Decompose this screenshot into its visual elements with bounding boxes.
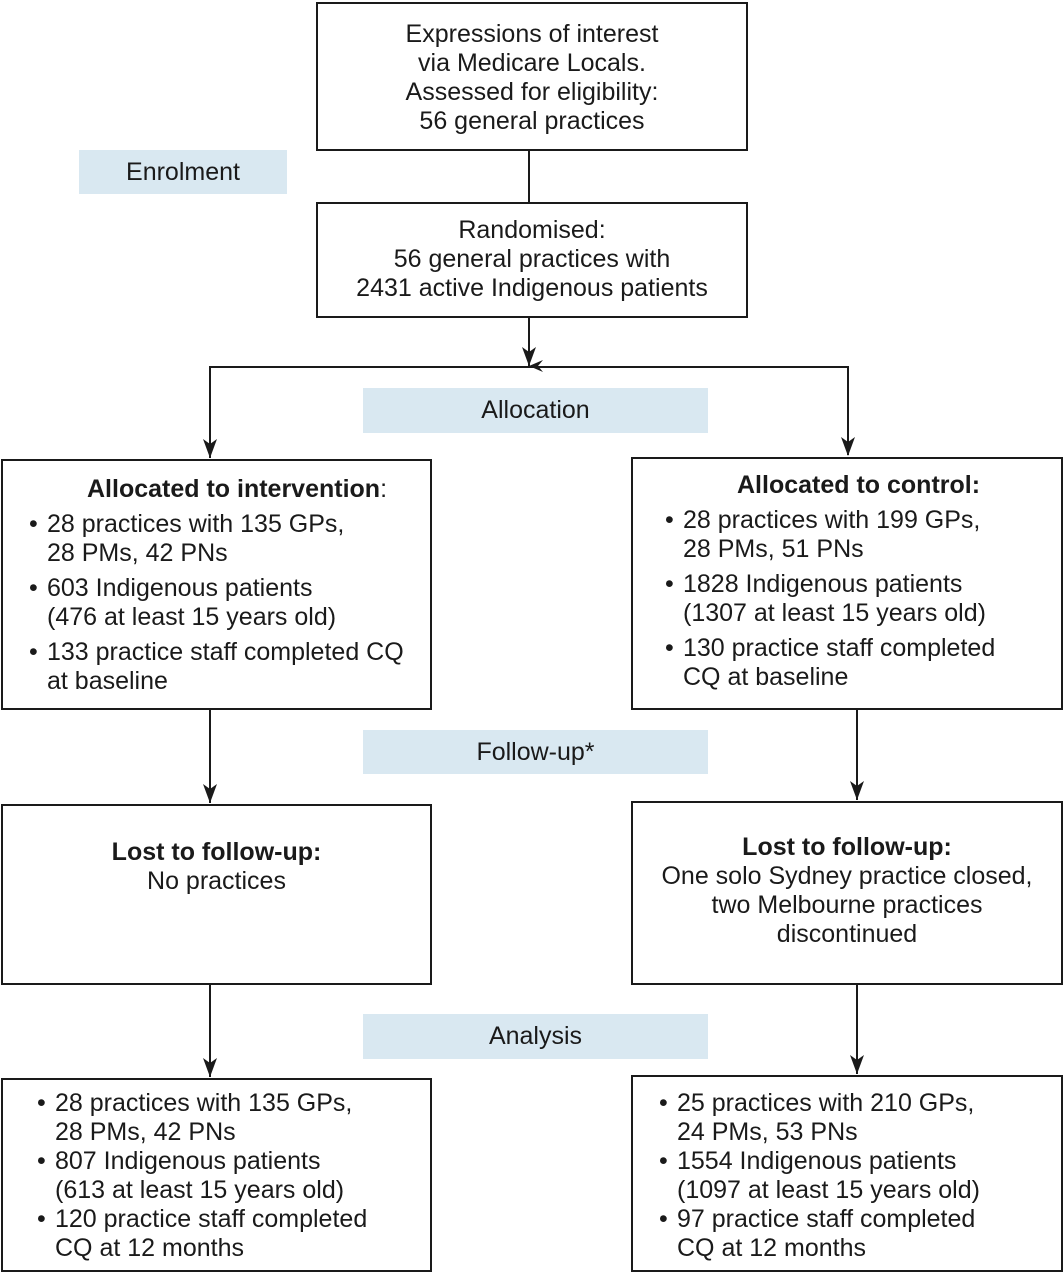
arrowhead-control-allocated — [841, 437, 855, 456]
control-analysis-list: 25 practices with 210 GPs,24 PMs, 53 PNs… — [659, 1089, 1051, 1263]
eligibility-line: Expressions of interest — [405, 20, 659, 48]
intervention-allocated-box: Allocated to intervention: 28 practices … — [1, 459, 432, 710]
list-item: 28 practices with 135 GPs,28 PMs, 42 PNs — [29, 510, 420, 568]
stage-label-allocation: Allocation — [363, 388, 708, 433]
eligibility-line: Assessed for eligibility: — [405, 78, 659, 106]
list-item: 25 practices with 210 GPs,24 PMs, 53 PNs — [659, 1089, 1051, 1147]
list-item: 1554 Indigenous patients(1097 at least 1… — [659, 1147, 1051, 1205]
arrowhead-intervention-allocated — [203, 439, 217, 458]
intervention-lost-line: No practices — [147, 867, 286, 895]
stage-label-analysis: Analysis — [363, 1014, 708, 1059]
control-lost-box: Lost to follow-up: One solo Sydney pract… — [631, 801, 1063, 985]
arrowhead-intervention-followup — [203, 784, 217, 803]
split-connector — [209, 366, 849, 455]
arrowhead-randomised — [522, 347, 536, 366]
list-item: 28 practices with 135 GPs,28 PMs, 42 PNs — [37, 1089, 420, 1147]
intervention-allocated-title: Allocated to intervention: — [87, 475, 388, 503]
intervention-allocated-list: 28 practices with 135 GPs,28 PMs, 42 PNs… — [29, 510, 420, 696]
eligibility-line: via Medicare Locals. — [418, 49, 646, 77]
list-item: 1828 Indigenous patients(1307 at least 1… — [665, 570, 1051, 628]
randomised-line: 2431 active Indigenous patients — [356, 274, 708, 302]
control-allocated-list: 28 practices with 199 GPs,28 PMs, 51 PNs… — [665, 506, 1051, 692]
control-lost-line: discontinued — [776, 920, 918, 948]
control-allocated-title: Allocated to control: — [737, 471, 981, 499]
intervention-analysis-list: 28 practices with 135 GPs,28 PMs, 42 PNs… — [37, 1089, 420, 1263]
list-item: 28 practices with 199 GPs,28 PMs, 51 PNs — [665, 506, 1051, 564]
arrowhead-intervention-analysis — [203, 1058, 217, 1077]
arrowhead-control-followup — [850, 781, 864, 800]
intervention-analysis-box: 28 practices with 135 GPs,28 PMs, 42 PNs… — [1, 1078, 432, 1272]
control-allocated-box: Allocated to control: 28 practices with … — [631, 457, 1063, 710]
control-lost-line: One solo Sydney practice closed, — [661, 862, 1033, 890]
intervention-lost-title: Lost to follow-up: — [111, 838, 322, 866]
eligibility-line: 56 general practices — [419, 107, 645, 135]
randomised-box: Randomised: 56 general practices with 24… — [316, 202, 748, 318]
intervention-lost-box: Lost to follow-up: No practices — [1, 804, 432, 985]
arrowhead-control-analysis — [850, 1055, 864, 1074]
control-lost-title: Lost to follow-up: — [742, 833, 952, 861]
stage-label-enrolment: Enrolment — [79, 150, 287, 194]
eligibility-box: Expressions of interest via Medicare Loc… — [316, 2, 748, 151]
randomised-line: Randomised: — [458, 216, 606, 244]
randomised-line: 56 general practices with — [393, 245, 671, 273]
control-lost-line: two Melbourne practices — [711, 891, 983, 919]
stage-label-follow-up: Follow-up* — [363, 730, 708, 774]
list-item: 603 Indigenous patients(476 at least 15 … — [29, 574, 420, 632]
list-item: 807 Indigenous patients(613 at least 15 … — [37, 1147, 420, 1205]
control-analysis-box: 25 practices with 210 GPs,24 PMs, 53 PNs… — [631, 1075, 1063, 1272]
